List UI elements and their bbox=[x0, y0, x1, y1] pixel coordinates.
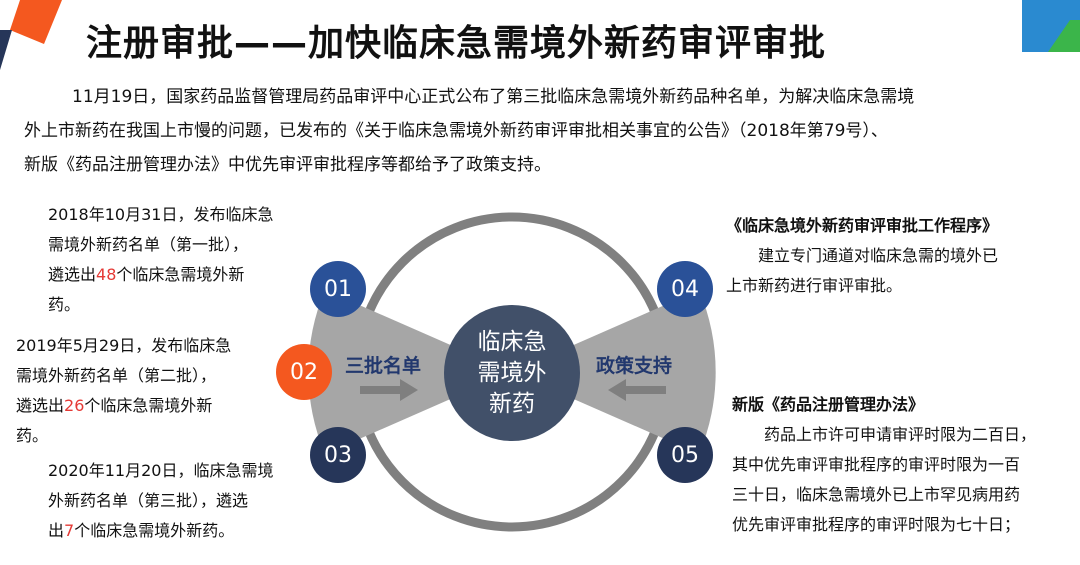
text-line: 需境外新药名单（第一批）， bbox=[48, 235, 249, 254]
page-title: 注册审批——加快临床急需境外新药审评审批 bbox=[86, 23, 827, 64]
count-highlight: 26 bbox=[64, 396, 85, 415]
text-line: 出7个临床急需境外新药。 bbox=[48, 516, 273, 546]
badge-05: 05 bbox=[657, 427, 713, 483]
text: 个临床急需境外新药。 bbox=[74, 521, 235, 540]
right-wedge bbox=[512, 290, 716, 454]
count-highlight: 48 bbox=[96, 265, 117, 284]
badge-01: 01 bbox=[310, 261, 366, 317]
right-label: 政策支持 bbox=[596, 355, 673, 377]
procedure-text: 《临床急境外新药审评审批工作程序》 建立专门通道对临床急需的境外已 上市新药进行… bbox=[726, 211, 998, 301]
text-line: 2018年10月31日，发布临床急 bbox=[48, 205, 274, 224]
logo-orange-diamond bbox=[10, 0, 62, 44]
text: 个临床急需境外新 bbox=[116, 265, 245, 284]
intro-line: 11月19日，国家药品监督管理局药品审评中心正式公布了第三批临床急需境外新药品种… bbox=[72, 87, 915, 107]
text-line: 药。 bbox=[16, 426, 49, 445]
text-line: 建立专门通道对临床急需的境外已 bbox=[758, 246, 999, 265]
left-arrow-icon bbox=[608, 379, 666, 401]
batch-3-text: 2020年11月20日，临床急需境 外新药名单（第三批），遴选 出7个临床急需境… bbox=[48, 456, 273, 546]
logo-navy-corner bbox=[0, 30, 12, 70]
text-line: 遴选出48个临床急需境外新 bbox=[48, 260, 273, 290]
center-circle: 临床急需境外新药 bbox=[444, 305, 580, 441]
logo-green-mark bbox=[1048, 20, 1080, 52]
left-label: 三批名单 bbox=[345, 355, 422, 377]
badge-03: 03 bbox=[310, 427, 366, 483]
text-line: 优先审评审批程序的审评时限为七十日； bbox=[732, 515, 1021, 534]
count-highlight: 7 bbox=[64, 521, 75, 540]
text: 遴选出 bbox=[16, 396, 65, 415]
text-line: 上市新药进行审评审批。 bbox=[726, 276, 903, 295]
text-line: 外新药名单（第三批），遴选 bbox=[48, 491, 249, 510]
intro-line: 外上市新药在我国上市慢的问题，已发布的《关于临床急需境外新药审评审批相关事宜的公… bbox=[24, 121, 888, 141]
block-title: 新版《药品注册管理办法》 bbox=[732, 395, 925, 414]
text-line: 遴选出26个临床急需境外新 bbox=[16, 391, 231, 421]
text: 个临床急需境外新 bbox=[84, 396, 213, 415]
text-line: 其中优先审评审批程序的审评时限为一百 bbox=[732, 455, 1021, 474]
right-arrow-icon bbox=[360, 379, 418, 401]
badge-02: 02 bbox=[276, 344, 332, 400]
badge-04: 04 bbox=[657, 261, 713, 317]
regulation-text: 新版《药品注册管理办法》 药品上市许可申请审评时限为二百日， 其中优先审评审批程… bbox=[732, 390, 1036, 540]
block-title: 《临床急境外新药审评审批工作程序》 bbox=[726, 216, 999, 235]
text: 遴选出 bbox=[48, 265, 97, 284]
text-line: 药。 bbox=[48, 295, 81, 314]
left-wedge bbox=[308, 290, 512, 454]
center-label: 临床急需境外新药 bbox=[477, 328, 547, 417]
text-line: 需境外新药名单（第二批）， bbox=[16, 366, 217, 385]
batch-2-text: 2019年5月29日，发布临床急 需境外新药名单（第二批）， 遴选出26个临床急… bbox=[16, 331, 231, 451]
text-line: 2020年11月20日，临床急需境 bbox=[48, 461, 274, 480]
text-line: 三十日，临床急需境外已上市罕见病用药 bbox=[732, 485, 1021, 504]
intro-line: 新版《药品注册管理办法》中优先审评审批程序等都给予了政策支持。 bbox=[24, 155, 551, 175]
batch-1-text: 2018年10月31日，发布临床急 需境外新药名单（第一批）， 遴选出48个临床… bbox=[48, 200, 273, 320]
text-line: 2019年5月29日，发布临床急 bbox=[16, 336, 232, 355]
text: 出 bbox=[48, 521, 65, 540]
text-line: 药品上市许可申请审评时限为二百日， bbox=[764, 425, 1037, 444]
intro-paragraph: 11月19日，国家药品监督管理局药品审评中心正式公布了第三批临床急需境外新药品种… bbox=[24, 80, 1024, 182]
